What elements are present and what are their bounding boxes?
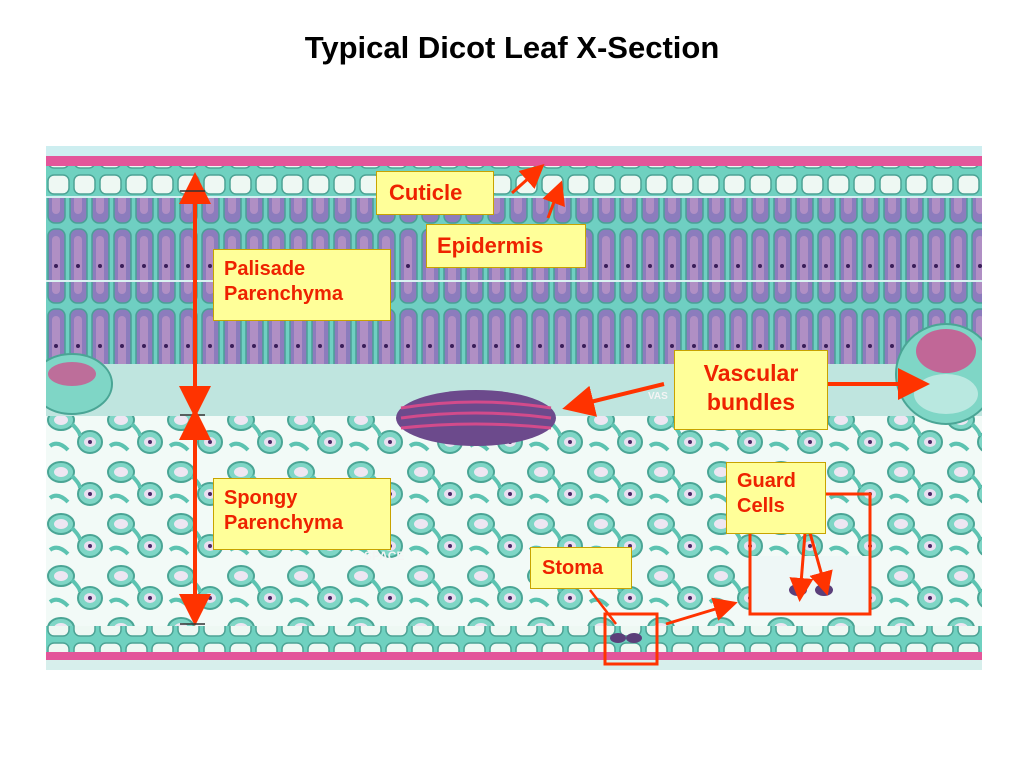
vascular-bundle-center bbox=[396, 390, 556, 446]
cuticle-label: Cuticle bbox=[376, 171, 494, 215]
palisade-parenchyma-label: Palisade Parenchyma bbox=[213, 249, 391, 321]
epidermis-label: Epidermis bbox=[426, 224, 586, 268]
photo-imprint-space: SPACE bbox=[364, 549, 404, 563]
stoma-label: Stoma bbox=[530, 547, 632, 589]
vascular-bundle-left bbox=[46, 353, 113, 415]
photo-imprint-vas: VAS bbox=[648, 391, 668, 402]
page-title: Typical Dicot Leaf X-Section bbox=[304, 30, 720, 65]
vascular-bundles-label: Vascular bundles bbox=[674, 350, 828, 430]
spongy-parenchyma-label: Spongy Parenchyma bbox=[213, 478, 391, 550]
guard-cells-label: Guard Cells bbox=[726, 462, 826, 534]
